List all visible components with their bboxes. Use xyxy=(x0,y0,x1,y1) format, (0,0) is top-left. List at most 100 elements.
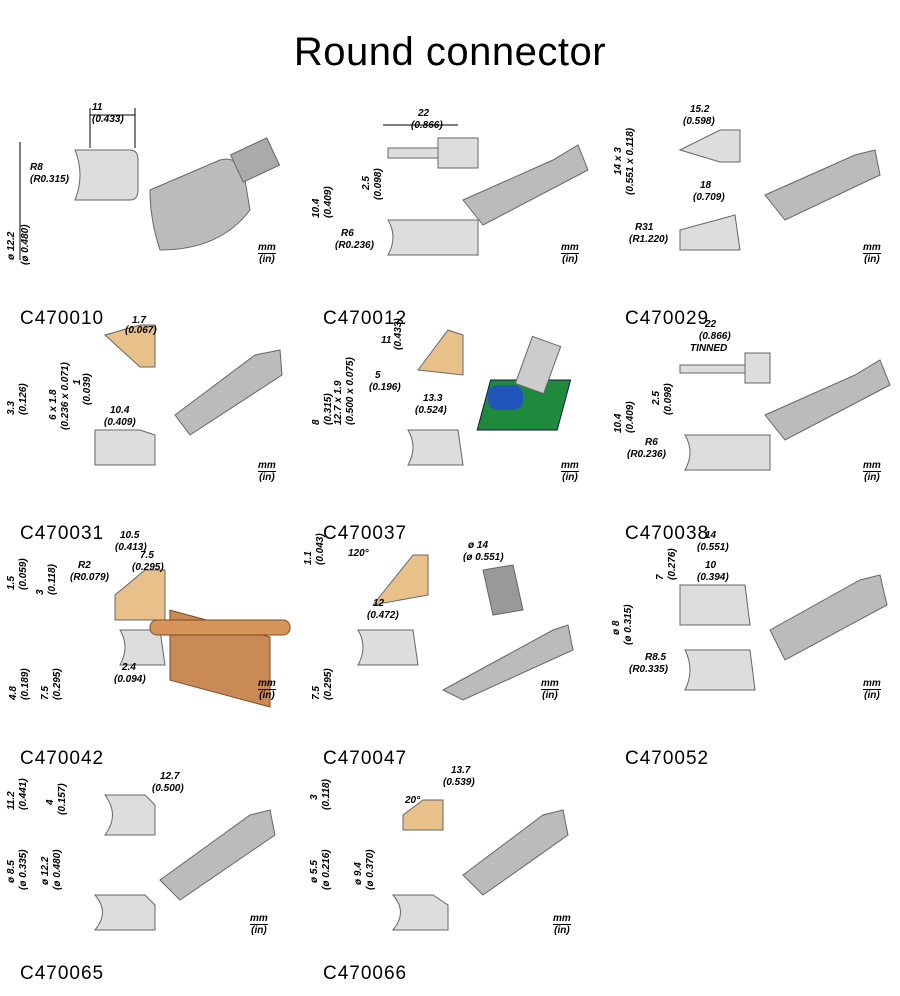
dim-label: (0.126) xyxy=(18,383,29,415)
dim-label: R2 xyxy=(78,560,91,571)
product-code: C470066 xyxy=(323,963,408,984)
dim-label: (ø 0.315) xyxy=(623,604,634,645)
dim-label: ø 8.5 xyxy=(6,860,17,883)
dim-label: 4 xyxy=(45,799,56,805)
product-code: C470037 xyxy=(323,523,408,544)
dim-label: ø 5.5 xyxy=(309,860,320,883)
dim-label: (0.276) xyxy=(667,548,678,580)
tip-drawing xyxy=(357,554,574,701)
dim-label: 2.5 xyxy=(651,391,662,405)
dim-label: R8 xyxy=(30,162,43,173)
tip-drawing xyxy=(93,794,276,931)
dim-label: 120° xyxy=(348,548,369,559)
units-label: mm(in) xyxy=(863,678,881,701)
dim-label: 8 xyxy=(311,419,322,425)
dim-label: (0.098) xyxy=(663,383,674,415)
dim-label: R6 xyxy=(341,228,354,239)
dim-label: 6 x 1.8 xyxy=(48,389,59,420)
dim-label: (0.433) xyxy=(92,114,124,125)
dim-label: (ø 0.480) xyxy=(20,224,31,265)
dim-label: ø 12.2 xyxy=(40,856,51,885)
dim-label: (0.866) xyxy=(411,120,443,131)
dim-label: (0.524) xyxy=(415,405,447,416)
dim-label: (0.039) xyxy=(82,373,93,405)
product-code: C470029 xyxy=(625,308,710,329)
dim-label: (0.413) xyxy=(115,542,147,553)
dim-label: 2.5 xyxy=(361,176,372,190)
tip-drawing xyxy=(94,324,283,466)
dim-label: (0.059) xyxy=(18,558,29,590)
dim-label: (0.043) xyxy=(315,533,326,565)
dim-label: (0.118) xyxy=(47,564,58,595)
dim-label: 10.4 xyxy=(311,198,322,218)
dim-label: 22 xyxy=(418,108,430,119)
dim-label: (0.866) xyxy=(699,331,731,342)
product-code: C470065 xyxy=(20,963,105,984)
units-label: mm(in) xyxy=(863,460,881,483)
dim-label: (0.295) xyxy=(132,562,164,573)
units-label: mm(in) xyxy=(553,913,571,936)
dim-label: ø 14 xyxy=(468,540,489,551)
dim-label: 12 xyxy=(373,598,385,609)
dim-label: 12.7 x 1.9 xyxy=(333,380,344,425)
tip-drawing xyxy=(678,129,881,251)
dim-label: 7 xyxy=(655,574,666,580)
dim-label: (0.067) xyxy=(125,325,157,336)
dim-label: (0.598) xyxy=(683,116,715,127)
tip-drawing xyxy=(19,108,281,260)
dim-label: (0.409) xyxy=(104,417,136,428)
dim-label: (R0.335) xyxy=(629,664,668,675)
dim-label: R8.5 xyxy=(645,652,667,663)
dim-label: (R0.315) xyxy=(30,174,69,185)
tip-cell-9: 7 (0.276) 14 (0.551) 10 (0.394) ø 8 (ø 0… xyxy=(611,530,900,770)
units-label: mm(in) xyxy=(561,242,579,265)
dim-label: (0.409) xyxy=(625,401,636,433)
dim-label: 13.7 xyxy=(451,765,471,776)
tip-cell-3: 15.2 (0.598) 14 x 3 (0.551 x 0.118) 18 (… xyxy=(613,100,900,330)
dim-label: 10.5 xyxy=(120,530,140,541)
product-code: C470042 xyxy=(20,748,105,769)
tip-cell-10: 11.2 (0.441) 4 (0.157) 12.7 (0.500) ø 8.… xyxy=(6,755,310,985)
product-code: C470031 xyxy=(20,523,105,544)
dim-label: 11.2 xyxy=(6,791,17,810)
tip-cell-5: 11 (0.433) 12.7 x 1.9 (0.500 x 0.075) 5 … xyxy=(311,315,613,545)
dim-label: (0.157) xyxy=(57,783,68,815)
dim-label: (0.295) xyxy=(52,668,63,700)
dim-label: ø 8 xyxy=(611,620,622,635)
tip-cell-6: 22 (0.866) TINNED 2.5 (0.098) 10.4 (0.40… xyxy=(613,315,900,545)
dim-label: R6 xyxy=(645,437,658,448)
dim-label: 13.3 xyxy=(423,393,443,404)
dim-label: (0.433) xyxy=(393,318,404,350)
dim-label: (0.551 x 0.118) xyxy=(625,127,636,195)
dim-label: 20° xyxy=(405,795,421,806)
dim-label: (ø 0.551) xyxy=(463,552,504,563)
units-label: mm(in) xyxy=(258,678,276,701)
dim-label: 10.4 xyxy=(613,413,624,433)
dim-label: (R1.220) xyxy=(629,234,668,245)
units-label: mm(in) xyxy=(258,460,276,483)
tip-drawing xyxy=(407,329,572,466)
dim-label: (0.709) xyxy=(693,192,725,203)
dim-label: 12.7 xyxy=(160,771,180,782)
dim-label: 3 xyxy=(309,794,320,800)
dim-label: 18 xyxy=(700,180,712,191)
dim-label: 1.1 xyxy=(303,551,314,565)
dim-label: (R0.079) xyxy=(70,572,109,583)
dim-label: (0.295) xyxy=(323,668,334,700)
units-label: mm(in) xyxy=(863,242,881,265)
dim-label: ø 12.2 xyxy=(6,231,17,260)
dim-label: (0.551) xyxy=(697,542,729,553)
tip-drawing xyxy=(114,569,291,708)
dim-label: (0.315) xyxy=(323,393,334,425)
dim-label: 7.5 xyxy=(311,686,322,700)
product-code: C470038 xyxy=(625,523,710,544)
tip-drawing xyxy=(391,799,569,931)
dim-label: ø 9.4 xyxy=(353,862,364,885)
dim-label: (R0.236) xyxy=(627,449,666,460)
dim-label: (0.441) xyxy=(18,778,29,810)
dim-label: 10.4 xyxy=(110,405,130,416)
tip-cell-8: 1.1 (0.043) 120° 12 (0.472) ø 14 (ø 0.55… xyxy=(303,533,613,770)
dim-label: (0.409) xyxy=(323,186,334,218)
dim-label: 11 xyxy=(92,102,103,113)
product-code: C470052 xyxy=(625,748,710,769)
